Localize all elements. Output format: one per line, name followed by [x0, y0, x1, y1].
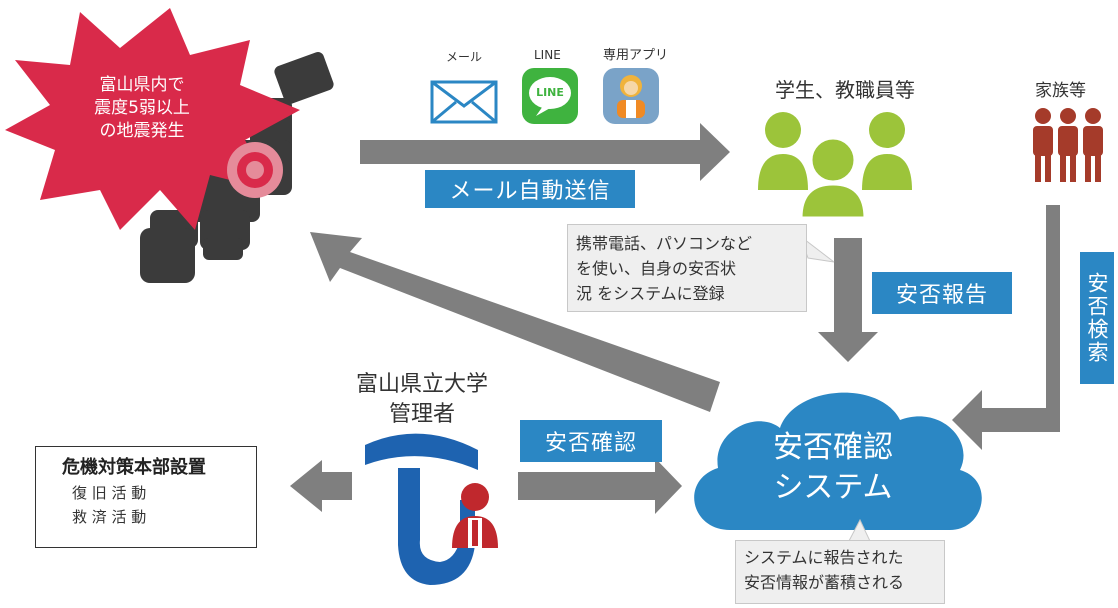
- arrow-search: [952, 205, 1060, 450]
- confirm-label: 安否確認: [520, 420, 662, 462]
- earthquake-burst: [5, 8, 300, 230]
- callout-accumulate-line-2: 安否情報が蓄積される: [744, 573, 905, 592]
- line-label: LINE: [534, 48, 561, 62]
- burst-line-1: 富山県内で: [99, 75, 185, 95]
- app-label: 専用アプリ: [603, 48, 669, 63]
- cloud-line-1: 安否確認: [773, 430, 893, 465]
- burst-text: 富山県内で 震度5弱以上 の地震発生: [72, 74, 212, 143]
- hq-item-2: 救 済 活 動: [72, 508, 147, 526]
- line-icon-text: LINE: [536, 86, 564, 99]
- admin-label: 富山県立大学 管理者: [350, 370, 494, 430]
- hq-item-1: 復 旧 活 動: [72, 484, 147, 502]
- arrow-to-hq: [290, 460, 352, 512]
- arrow-to-cloud: [518, 458, 682, 514]
- cloud-line-2: システム: [773, 470, 893, 505]
- arrow-report-down: [818, 238, 878, 362]
- hq-title: 危機対策本部設置: [62, 457, 206, 478]
- auto-send-label: メール自動送信: [425, 170, 635, 208]
- callout-register-line-2: を使い、自身の安否状: [576, 259, 737, 278]
- callout-register-line-3: 況 をシステムに登録: [576, 284, 725, 303]
- admin-line-1: 富山県立大学: [355, 372, 488, 397]
- admin-line-2: 管理者: [388, 402, 455, 427]
- family-label: 家族等: [1035, 81, 1086, 101]
- arrow-to-students: [360, 123, 730, 181]
- report-label: 安否報告: [872, 272, 1012, 314]
- hq-box: 危機対策本部設置 復 旧 活 動 救 済 活 動: [35, 446, 257, 548]
- students-group-icon: [758, 112, 912, 220]
- search-label: 安否検索: [1080, 252, 1114, 384]
- callout-register-line-1: 携帯電話、パソコンなど: [576, 234, 753, 253]
- burst-line-3: の地震発生: [99, 121, 185, 141]
- family-group-icon: [1033, 108, 1103, 182]
- cloud-text: 安否確認 システム: [718, 428, 948, 508]
- callout-accumulate: システムに報告された 安否情報が蓄積される: [735, 540, 945, 604]
- admin-person-icon: [452, 483, 498, 548]
- callout-register: 携帯電話、パソコンなど を使い、自身の安否状 況 をシステムに登録: [567, 224, 807, 312]
- mail-label: メール: [446, 50, 483, 64]
- university-logo: [365, 433, 478, 585]
- burst-line-2: 震度5弱以上: [94, 98, 190, 118]
- students-label: 学生、教職員等: [775, 78, 915, 102]
- callout-accumulate-line-1: システムに報告された: [744, 548, 904, 567]
- arrow-cloud-to-map: [310, 232, 720, 412]
- cloud-shape: [694, 392, 982, 530]
